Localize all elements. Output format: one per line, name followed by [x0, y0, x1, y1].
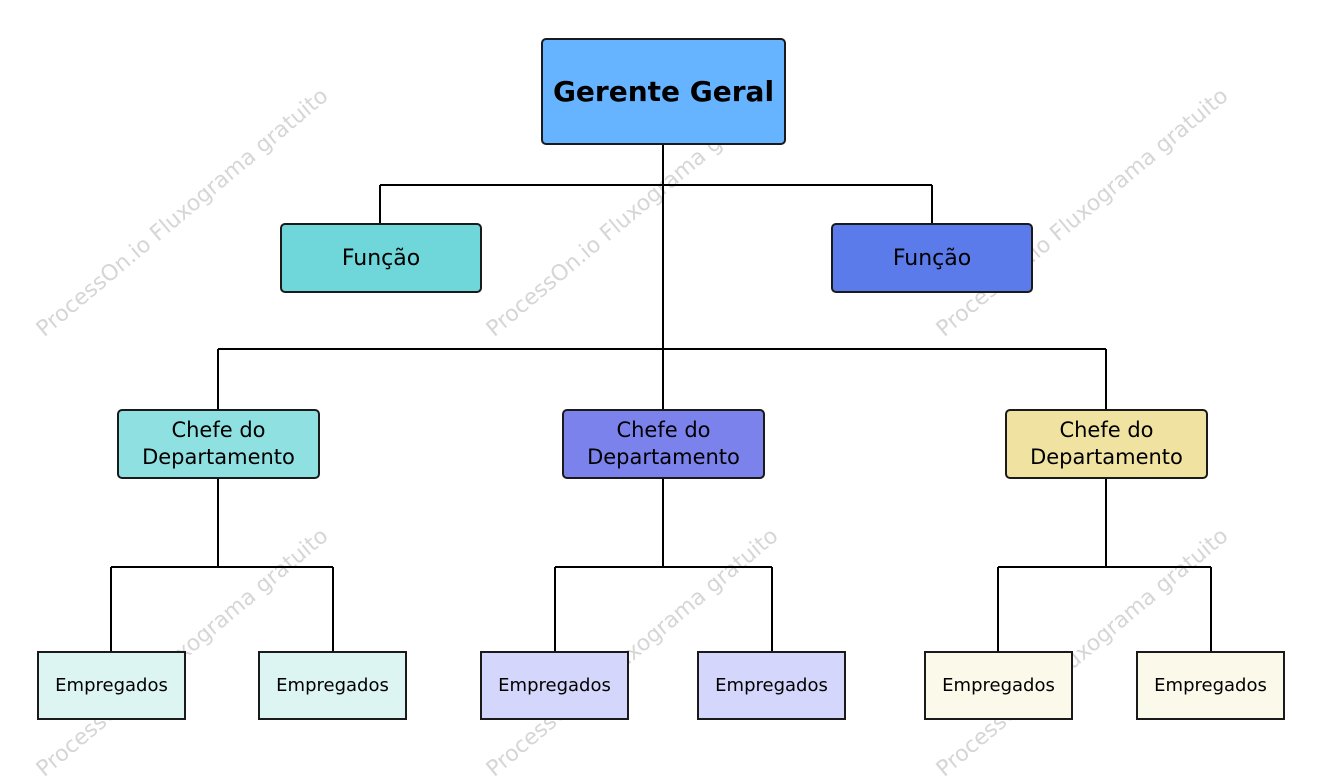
- node-empregados: Empregados: [924, 651, 1073, 720]
- node-label-line1: Chefe do: [616, 417, 711, 442]
- node-label: Empregados: [55, 675, 168, 696]
- node-label: Empregados: [942, 675, 1055, 696]
- node-label: Empregados: [498, 675, 611, 696]
- node-label: Empregados: [276, 675, 389, 696]
- node-label-line2: Departamento: [587, 445, 740, 469]
- node-funcao-right: Função: [831, 223, 1033, 293]
- node-label-line2: Departamento: [142, 445, 295, 469]
- node-chefe-departamento-center: Chefe do Departamento: [562, 409, 765, 479]
- node-label-line2: Departamento: [1030, 445, 1183, 469]
- node-chefe-departamento-right: Chefe do Departamento: [1005, 409, 1208, 479]
- node-empregados: Empregados: [480, 651, 629, 720]
- node-funcao-left: Função: [280, 223, 482, 293]
- node-empregados: Empregados: [697, 651, 846, 720]
- node-label: Gerente Geral: [552, 75, 775, 108]
- node-empregados: Empregados: [258, 651, 407, 720]
- node-chefe-departamento-left: Chefe do Departamento: [117, 409, 320, 479]
- node-label: Função: [892, 245, 972, 271]
- node-empregados: Empregados: [37, 651, 186, 720]
- node-label: Empregados: [1154, 675, 1267, 696]
- node-label-line1: Chefe do: [1059, 417, 1154, 442]
- org-chart: ProcessOn.io Fluxograma gratuito Process…: [32, 38, 1285, 782]
- node-empregados: Empregados: [1136, 651, 1285, 720]
- node-gerente-geral: Gerente Geral: [541, 38, 786, 145]
- node-label: Empregados: [715, 675, 828, 696]
- connector-lines: [110, 145, 1212, 651]
- node-label-line1: Chefe do: [171, 417, 266, 442]
- node-label: Função: [341, 245, 421, 271]
